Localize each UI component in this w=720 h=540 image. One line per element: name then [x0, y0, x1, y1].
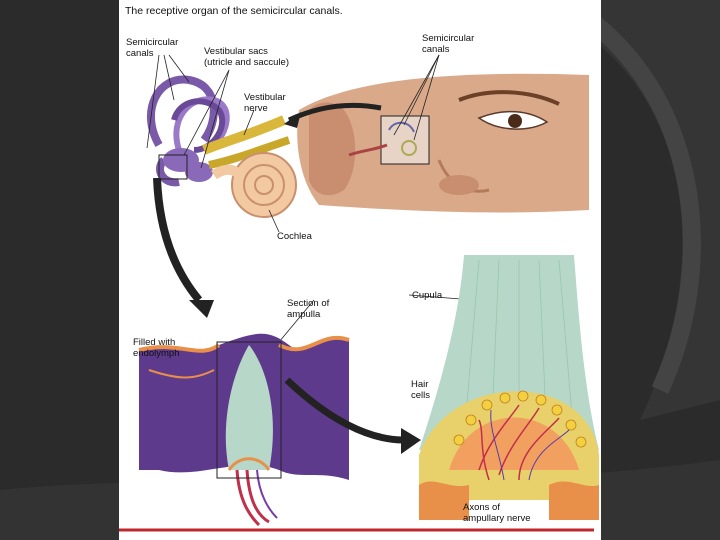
cupula-illustration: [419, 255, 599, 520]
figure-title: The receptive organ of the semicircular …: [125, 5, 343, 17]
label-semicircular-canals-left: Semicircular canals: [126, 37, 178, 59]
label-filled-with-endolymph: Filled with endolymph: [133, 337, 179, 359]
figure-panel: The receptive organ of the semicircular …: [119, 0, 601, 540]
label-vestibular-sacs: Vestibular sacs (utricle and saccule): [204, 46, 289, 68]
ampulla-section: [139, 334, 349, 525]
label-axons: Axons of ampullary nerve: [463, 502, 531, 524]
face-illustration: [297, 74, 589, 213]
label-vestibular-nerve: Vestibular nerve: [244, 92, 286, 114]
label-semicircular-canals-right: Semicircular canals: [422, 33, 474, 55]
label-hair-cells: Hair cells: [411, 379, 430, 401]
label-cochlea: Cochlea: [277, 231, 312, 242]
diagram-artwork: [119, 0, 601, 540]
arrow-ear-to-ampulla: [157, 178, 199, 300]
label-section-of-ampulla: Section of ampulla: [287, 298, 329, 320]
label-cupula: Cupula: [412, 290, 442, 301]
